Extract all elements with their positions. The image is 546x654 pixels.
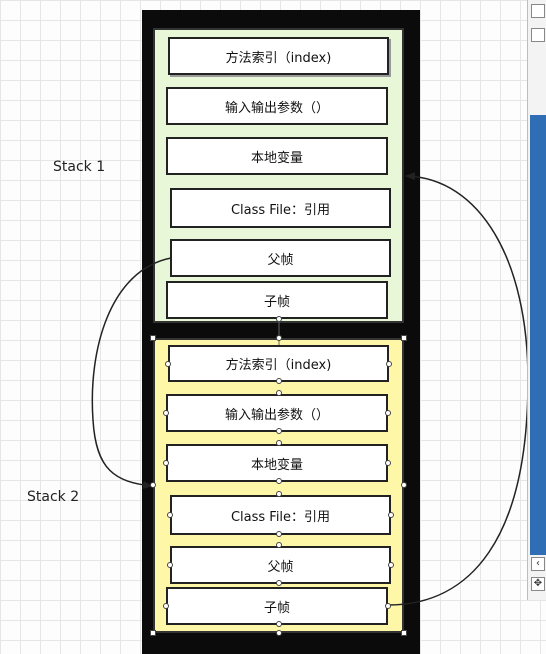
connection-point[interactable] xyxy=(388,512,394,518)
connection-point[interactable] xyxy=(165,361,171,367)
stack-1-io-params[interactable]: 输入输出参数（） xyxy=(166,87,388,125)
stack-1-label: Stack 1 xyxy=(53,159,106,175)
connection-point[interactable] xyxy=(276,478,282,484)
selection-handle[interactable] xyxy=(150,482,156,488)
stack-2-label: Stack 2 xyxy=(27,489,80,505)
format-side-panel[interactable]: ‹ ✥ xyxy=(527,0,546,600)
scroll-left-icon[interactable]: ‹ xyxy=(531,557,545,571)
parent-frame-connector[interactable] xyxy=(91,257,172,490)
connection-point[interactable] xyxy=(276,440,282,446)
stack-2-child-frame[interactable]: 子帧 xyxy=(166,587,388,625)
connection-point[interactable] xyxy=(385,460,391,466)
connection-point[interactable] xyxy=(163,460,169,466)
connection-point[interactable] xyxy=(276,316,282,322)
selection-handle[interactable] xyxy=(150,335,156,341)
panel-option-icon[interactable] xyxy=(531,28,545,42)
connection-point[interactable] xyxy=(276,621,282,627)
stack-2-parent-frame[interactable]: 父帧 xyxy=(170,546,391,584)
stack-2-local-vars[interactable]: 本地变量 xyxy=(166,444,388,482)
connection-point[interactable] xyxy=(386,361,392,367)
move-icon[interactable]: ✥ xyxy=(531,577,545,591)
connection-point[interactable] xyxy=(388,562,394,568)
stack-1-class-file-ref[interactable]: Class File：引用 xyxy=(170,188,391,228)
connection-point[interactable] xyxy=(163,603,169,609)
connection-point[interactable] xyxy=(163,410,169,416)
connection-point[interactable] xyxy=(385,410,391,416)
selection-handle[interactable] xyxy=(276,335,282,341)
stack-1-local-vars[interactable]: 本地变量 xyxy=(166,137,388,175)
selection-handle[interactable] xyxy=(276,630,282,636)
connection-point[interactable] xyxy=(276,580,282,586)
stack-2-method-index[interactable]: 方法索引（index) xyxy=(168,345,389,382)
connection-point[interactable] xyxy=(385,603,391,609)
stack-1-parent-frame[interactable]: 父帧 xyxy=(170,239,391,277)
selection-handle[interactable] xyxy=(401,482,407,488)
connection-point[interactable] xyxy=(276,491,282,497)
connection-point[interactable] xyxy=(276,531,282,537)
connection-point[interactable] xyxy=(276,390,282,396)
connection-point[interactable] xyxy=(276,378,282,384)
stack-1-method-index[interactable]: 方法索引（index) xyxy=(168,37,389,75)
selection-handle[interactable] xyxy=(401,630,407,636)
connection-point[interactable] xyxy=(276,542,282,548)
connection-point[interactable] xyxy=(167,562,173,568)
panel-selected-section xyxy=(530,115,546,555)
connection-point[interactable] xyxy=(167,512,173,518)
connection-point[interactable] xyxy=(276,428,282,434)
selection-handle[interactable] xyxy=(150,630,156,636)
child-frame-connector[interactable] xyxy=(387,172,529,606)
selection-handle[interactable] xyxy=(401,335,407,341)
panel-close-icon[interactable] xyxy=(531,4,545,18)
